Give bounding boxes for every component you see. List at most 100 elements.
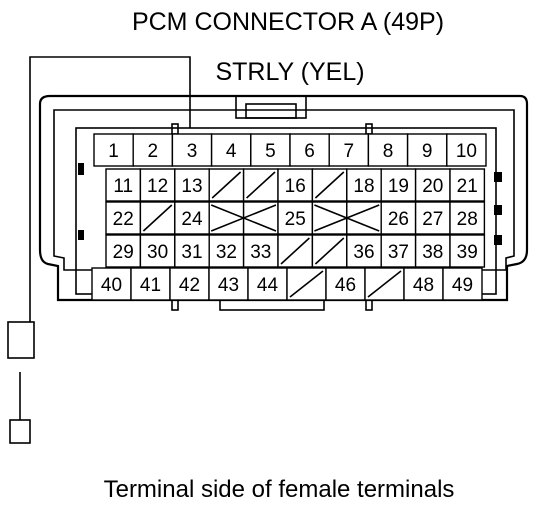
terminal-11: 11 [105,168,142,202]
terminal-25: 25 [277,201,314,235]
terminal-number: 31 [181,242,202,263]
test-lead [7,56,191,444]
terminal-number: 27 [422,209,443,230]
terminal-number: 1 [108,141,119,162]
terminal-number: 30 [147,242,168,263]
terminal-27: 27 [414,201,451,235]
vacant-terminal [364,267,405,301]
terminal-number: 39 [457,242,478,263]
terminal-number: 12 [147,176,168,197]
terminal-number: 41 [140,275,161,296]
diagram-title: PCM CONNECTOR A (49P) [132,8,444,36]
terminal-12: 12 [139,168,176,202]
probe-connector-icon [7,321,35,359]
terminal-13: 13 [174,168,210,202]
terminal-40: 40 [91,267,132,301]
terminal-16: 16 [277,168,314,202]
terminal-37: 37 [380,234,417,268]
terminal-43: 43 [208,267,249,301]
terminal-10: 10 [446,133,487,167]
terminal-5: 5 [250,133,291,167]
terminal-number: 38 [422,242,443,263]
terminal-number: 16 [285,176,306,197]
vacant-terminal [311,234,348,268]
terminal-6: 6 [289,133,330,167]
terminal-22: 22 [105,201,142,235]
terminal-30: 30 [139,234,176,268]
terminal-number: 18 [353,176,374,197]
terminal-8: 8 [367,133,409,167]
terminal-28: 28 [449,201,486,235]
terminal-21: 21 [449,168,486,202]
vacant-terminal [139,201,176,235]
terminal-number: 2 [148,141,159,162]
terminal-number: 48 [413,275,434,296]
terminal-number: 10 [456,141,477,162]
vacant-slash-icon [142,204,173,232]
terminal-2: 2 [132,133,174,167]
vacant-slash-icon [280,237,310,265]
terminal-26: 26 [380,201,417,235]
terminal-number: 8 [383,141,394,162]
terminal-number: 21 [457,176,478,197]
terminal-1: 1 [93,133,134,167]
terminal-number: 29 [113,242,134,263]
terminal-9: 9 [406,133,448,167]
terminal-number: 40 [101,275,122,296]
vacant-cross-icon [210,204,277,232]
terminal-3: 3 [171,133,213,167]
terminal-4: 4 [210,133,252,167]
terminal-29: 29 [105,234,142,268]
vacant-slash-icon [314,171,345,199]
terminal-33: 33 [242,234,279,268]
terminal-7: 7 [328,133,370,167]
terminal-number: 36 [353,242,374,263]
probe-tip-icon [9,419,31,444]
terminal-41: 41 [130,267,171,301]
terminal-number: 5 [265,141,276,162]
terminal-number: 24 [181,209,203,230]
terminal-20: 20 [414,168,451,202]
vacant-terminal [208,168,245,202]
terminal-number: 37 [388,242,409,263]
terminal-number: 33 [250,242,271,263]
terminal-number: 11 [113,176,133,197]
terminal-number: 25 [285,209,306,230]
vacant-slash-icon [246,171,276,199]
vacant-slash-icon [211,171,242,199]
terminal-36: 36 [346,234,382,268]
terminal-number: 43 [218,275,239,296]
terminal-44: 44 [247,267,288,301]
vacant-slash-icon [367,270,402,298]
terminal-number: 3 [187,141,198,162]
terminal-number: 9 [422,141,433,162]
terminal-24: 24 [174,201,210,235]
terminal-number: 20 [422,176,443,197]
vacant-terminal [242,168,279,202]
terminal-number: 49 [452,275,473,296]
caption: Terminal side of female terminals [104,476,455,503]
terminal-38: 38 [414,234,451,268]
terminal-18: 18 [346,168,382,202]
terminal-number: 13 [181,176,202,197]
terminal-number: 7 [344,141,355,162]
terminal-number: 26 [388,209,409,230]
terminal-number: 22 [113,209,134,230]
terminal-number: 42 [179,275,200,296]
terminal-48: 48 [403,267,444,301]
vacant-terminal [286,267,327,301]
vacant-slash-icon [289,270,324,298]
terminal-49: 49 [442,267,483,301]
terminal-number: 32 [216,242,237,263]
terminal-46: 46 [325,267,366,301]
terminal-31: 31 [174,234,210,268]
terminal-32: 32 [208,234,245,268]
terminal-number: 6 [304,141,315,162]
vacant-terminal [277,234,314,268]
terminal-number: 19 [388,176,409,197]
terminal-39: 39 [449,234,486,268]
terminal-number: 4 [226,141,237,162]
terminal-42: 42 [169,267,210,301]
vacant-slash-icon [314,237,345,265]
